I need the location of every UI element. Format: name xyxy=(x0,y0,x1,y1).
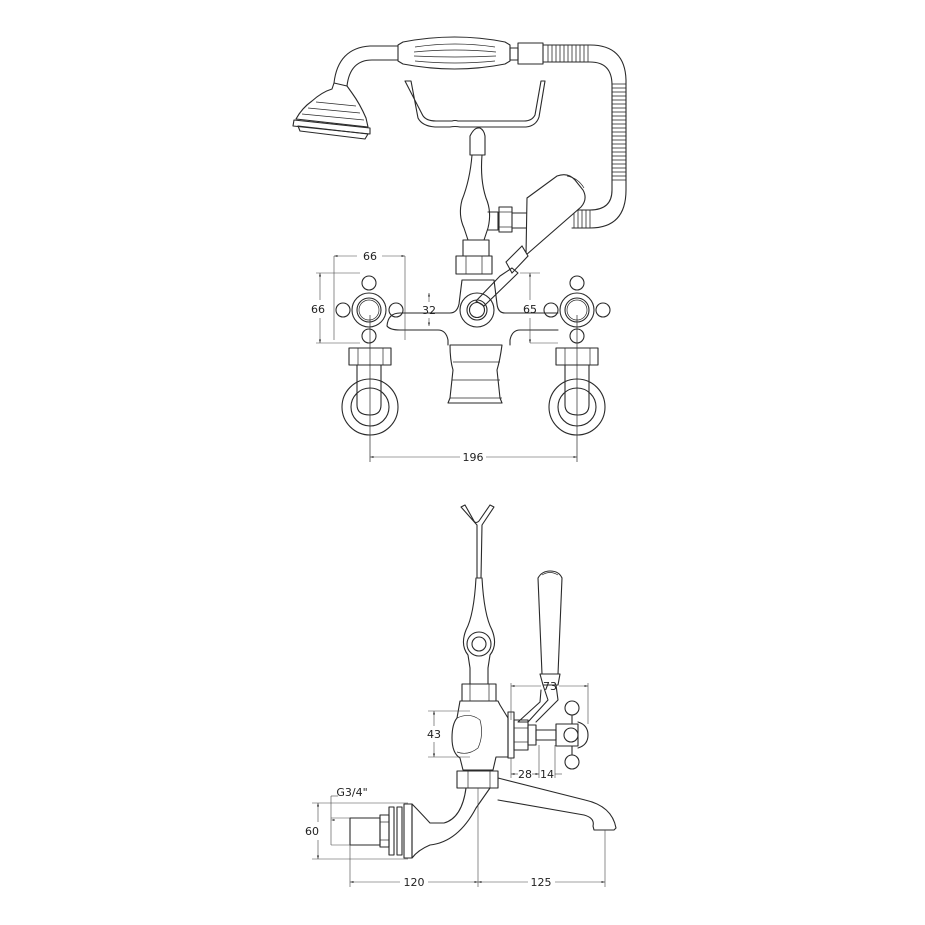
mixer-neck xyxy=(455,239,493,275)
dim-spout-reach: 125 xyxy=(531,876,552,889)
dim-thread: G3/4" xyxy=(336,786,367,799)
dim-handle-height: 66 xyxy=(311,303,325,316)
flex-hose xyxy=(542,44,627,229)
handset-cradle xyxy=(404,80,546,241)
dim-body-height-side: 43 xyxy=(427,728,441,741)
dim-backplate: 60 xyxy=(305,825,319,838)
cradle-fork-side xyxy=(460,504,495,579)
mixer-body-side xyxy=(451,700,589,771)
dim-lever-projection: 73 xyxy=(543,680,557,693)
dim-inlet-centres: 196 xyxy=(463,451,484,464)
front-dimensions: 66 66 32 65 196 xyxy=(311,250,578,464)
front-view: 66 66 32 65 196 xyxy=(292,36,627,464)
side-dimensions: 73 43 28 14 G3/4" xyxy=(305,680,606,889)
handset-grip xyxy=(397,36,544,70)
dim-body-height: 32 xyxy=(422,304,436,317)
lever-handle xyxy=(475,174,586,307)
lower-nut-side xyxy=(456,770,499,789)
mixer-body xyxy=(386,279,559,346)
handset-arm xyxy=(333,45,399,87)
dim-lever-offset: 65 xyxy=(523,303,537,316)
spout-front xyxy=(447,344,503,404)
dim-handle-width: 66 xyxy=(363,250,377,263)
wall-inlet-side xyxy=(349,787,491,859)
cradle-stem-side xyxy=(461,577,497,702)
side-view: 73 43 28 14 G3/4" xyxy=(305,504,617,889)
left-cross-handle xyxy=(335,275,404,436)
dim-handle-stem: 14 xyxy=(540,768,554,781)
diverter-outlet xyxy=(487,206,533,233)
shower-head-icon xyxy=(292,82,371,140)
lever-handle-side xyxy=(517,570,563,723)
spout-side xyxy=(497,777,617,831)
dim-wall-to-centre: 120 xyxy=(404,876,425,889)
dim-spacer: 28 xyxy=(518,768,532,781)
